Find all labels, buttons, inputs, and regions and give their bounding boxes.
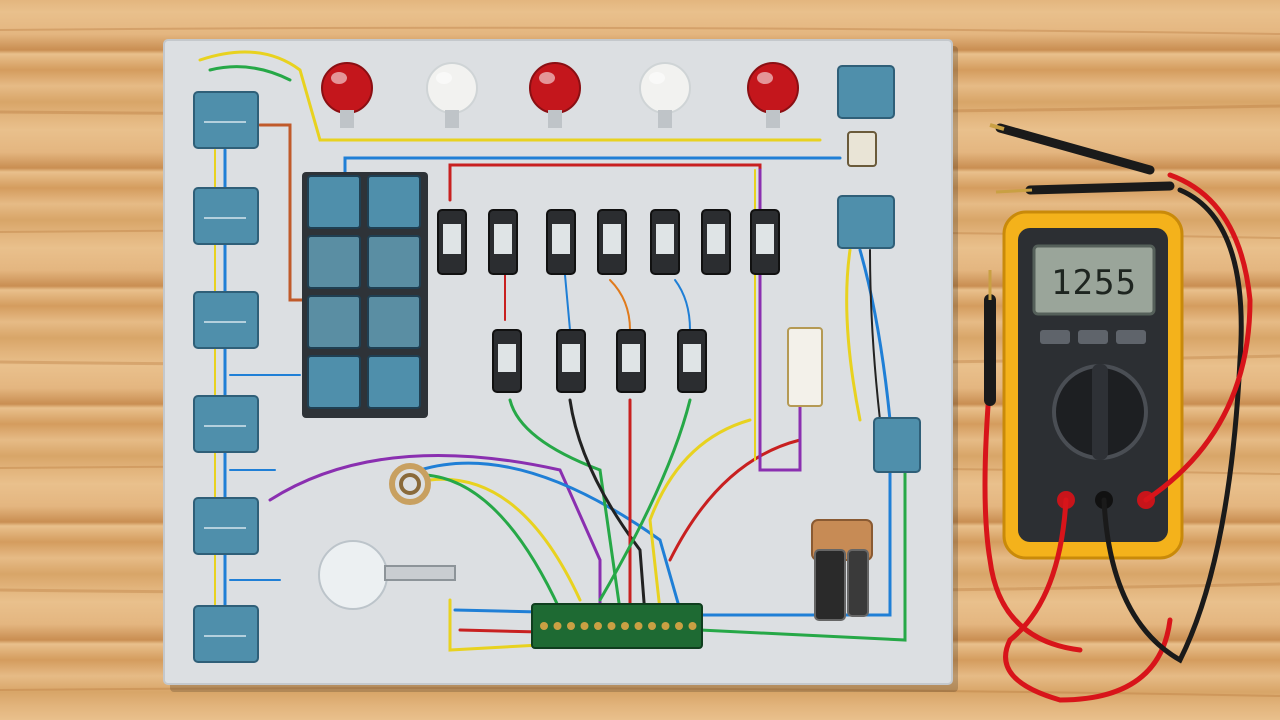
terminal-screw: [675, 622, 683, 630]
terminal-screw: [567, 622, 575, 630]
fuse-window: [603, 224, 621, 254]
fuse-window: [443, 224, 461, 254]
block-relay: [307, 295, 361, 349]
bulb-highlight: [436, 72, 452, 84]
block-relay: [367, 295, 421, 349]
fuse-window: [707, 224, 725, 254]
multimeter: 1255: [1002, 210, 1184, 560]
clear-bulb: [318, 540, 456, 610]
probe-tips: [984, 123, 1175, 406]
relay: [193, 395, 259, 453]
bulb-base: [445, 110, 459, 128]
left-relay-column: [193, 91, 259, 663]
terminal-strip: [531, 603, 703, 649]
block-relay: [307, 235, 361, 289]
probe-leads: [982, 172, 1253, 703]
fuse-window: [656, 224, 674, 254]
fuse-window: [494, 224, 512, 254]
relay: [193, 291, 259, 349]
bulb-base: [340, 110, 354, 128]
terminal-screw: [594, 622, 602, 630]
relay: [837, 195, 895, 249]
dial-pointer-icon: [1092, 364, 1108, 460]
terminal-screw: [553, 622, 562, 630]
fuse-window: [552, 224, 570, 254]
indicator-bulbs: [321, 62, 799, 128]
bulb-highlight: [331, 72, 347, 84]
relay: [837, 65, 895, 119]
fuse-window: [756, 224, 774, 254]
small-relay: [847, 131, 877, 167]
multimeter-buttons: [1040, 330, 1146, 344]
indicator-bulb: [321, 62, 373, 114]
bulb-base: [658, 110, 672, 128]
bulb-base: [766, 110, 780, 128]
fuse-window: [622, 344, 640, 372]
block-relay: [367, 175, 421, 229]
wire-coil: [389, 463, 431, 505]
block-relay: [367, 355, 421, 409]
indicator-bulb: [747, 62, 799, 114]
right-relays: [787, 65, 921, 473]
relay-block: [302, 172, 428, 418]
relay: [193, 605, 259, 663]
terminal-screw: [688, 622, 697, 630]
block-relay: [367, 235, 421, 289]
fuse-window: [562, 344, 580, 372]
terminal-screw: [540, 622, 548, 630]
terminal-screw: [580, 622, 589, 630]
relay: [873, 417, 921, 473]
block-relay: [307, 355, 361, 409]
relay: [193, 497, 259, 555]
fuse-holders: [437, 209, 780, 393]
block-relay: [307, 175, 361, 229]
fuse-window: [683, 344, 701, 372]
bulb-highlight: [539, 72, 555, 84]
lcd-reading: 1255: [1051, 263, 1137, 303]
terminal-screw: [634, 622, 643, 630]
terminal-screw: [607, 622, 616, 630]
indicator-bulb: [426, 62, 478, 114]
terminal-screw: [661, 622, 670, 630]
indicator-bulb: [529, 62, 581, 114]
lcd-display: [1032, 244, 1156, 316]
bulb-highlight: [649, 72, 665, 84]
terminal-screw: [648, 622, 656, 630]
capacitor-component: [811, 519, 873, 621]
terminal-screw: [621, 622, 629, 630]
small-module: [787, 327, 823, 407]
relay: [193, 91, 259, 149]
indicator-bulb: [639, 62, 691, 114]
bulb-highlight: [757, 72, 773, 84]
bulb-base: [548, 110, 562, 128]
relay: [193, 187, 259, 245]
fuse-window: [498, 344, 516, 372]
